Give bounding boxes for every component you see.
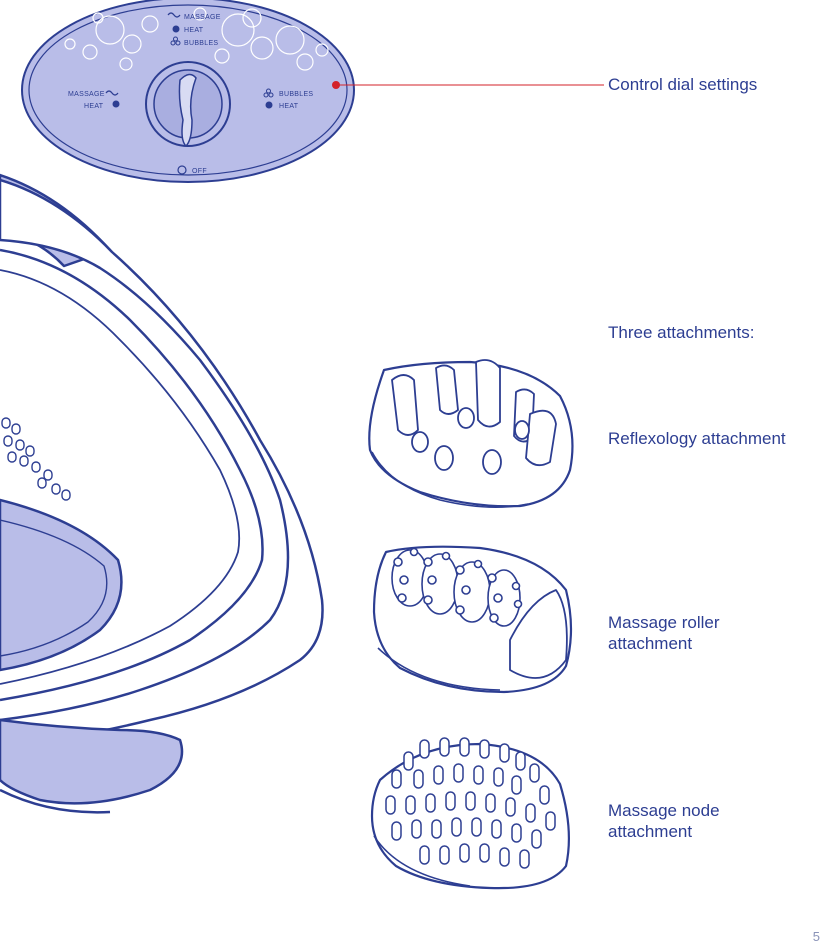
svg-text:MASSAGE: MASSAGE (184, 14, 221, 21)
bubbles-icon (170, 36, 181, 46)
massage-node-attachment (370, 737, 570, 890)
foot-bath (0, 173, 324, 814)
massage-wave-icon (105, 90, 119, 96)
callout-dot (332, 81, 340, 89)
heat-dot-icon (172, 25, 180, 33)
heat-dot-icon (112, 100, 120, 108)
reflexology-label: Reflexology attachment (608, 429, 786, 448)
roller-label-line2: attachment (608, 634, 693, 653)
roller-label: Massage roller attachment (608, 612, 720, 654)
foot-bed-nubs (1, 417, 71, 501)
node-label-line1: Massage node (608, 801, 720, 820)
svg-text:HEAT: HEAT (184, 27, 204, 34)
svg-text:MASSAGE: MASSAGE (68, 91, 105, 98)
off-circle-icon (177, 165, 187, 175)
reflexology-attachment (368, 359, 574, 508)
massage-nodes (385, 737, 556, 869)
svg-text:HEAT: HEAT (84, 103, 104, 110)
svg-text:BUBBLES: BUBBLES (279, 91, 313, 98)
dial-knob[interactable] (178, 73, 197, 148)
svg-text:OFF: OFF (192, 168, 207, 175)
svg-text:BUBBLES: BUBBLES (184, 40, 218, 47)
page-number: 5 (812, 929, 820, 944)
roller-label-line1: Massage roller (608, 613, 720, 632)
three-attachments-label: Three attachments: (608, 323, 755, 342)
node-label-line2: attachment (608, 822, 693, 841)
node-label: Massage node attachment (608, 800, 720, 842)
bubbles-icon (263, 88, 274, 98)
massage-roller-attachment (372, 545, 573, 694)
massage-wave-icon (167, 12, 181, 18)
heat-dot-icon (265, 101, 273, 109)
svg-text:HEAT: HEAT (279, 103, 299, 110)
control-dial-label: Control dial settings (608, 75, 758, 94)
bubble-decor (64, 7, 329, 71)
control-panel: MASSAGE HEAT BUBBLES MASSAGE HEAT BUBBLE… (21, 0, 355, 183)
